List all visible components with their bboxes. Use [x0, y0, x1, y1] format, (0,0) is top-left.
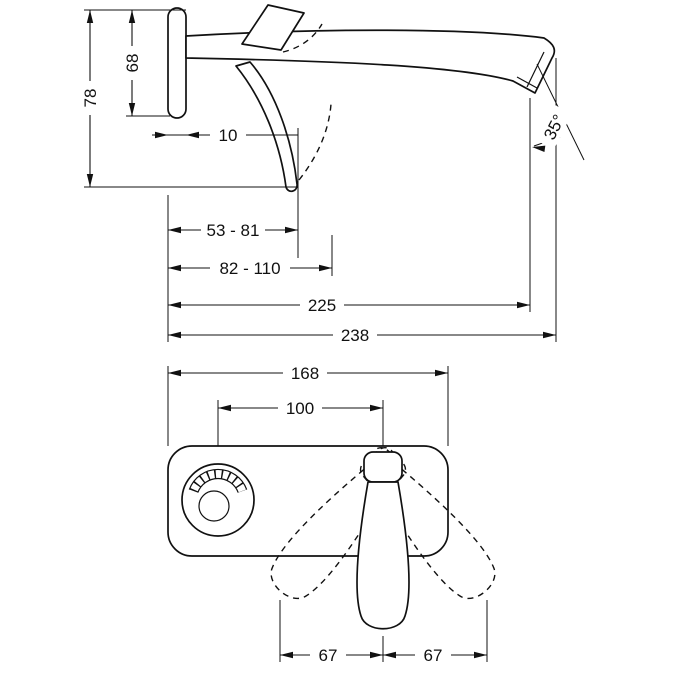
dim-handle-swing: 67 67: [279, 600, 488, 665]
dim-spout-reach: 225: [168, 295, 530, 315]
side-view: 68 78 10 53 - 81: [80, 4, 585, 345]
handle-front: [356, 451, 410, 630]
front-view: 168 100: [167, 363, 506, 665]
dim-overall-depth: 238: [168, 325, 556, 345]
handle-swing-arc: [298, 103, 332, 181]
handle-profile: [235, 61, 298, 193]
dim-plate-width: 168: [167, 363, 449, 446]
dim-wall-clearance: 10: [152, 125, 298, 145]
wall-plate-profile: [167, 7, 187, 119]
aerator-detail: [516, 76, 538, 89]
handle-swing-arc-upper: [282, 23, 323, 53]
dim-handle-top-range: 82 - 110: [168, 258, 332, 278]
dim-spout-reach-label: 225: [308, 296, 336, 315]
dial-inner-circle: [198, 490, 230, 522]
spout-profile: [185, 29, 556, 94]
spout-tip-detail: [526, 51, 545, 88]
dim-plate-height-label: 68: [123, 54, 142, 73]
dim-outlet-angle: 35°: [531, 63, 585, 161]
temperature-dial: [181, 463, 255, 537]
dim-spout-bottom-range: 53 - 81: [168, 220, 298, 240]
handle-raised-profile: [241, 4, 305, 51]
dim-handle-swing-right-label: 67: [424, 646, 443, 665]
dim-spout-bottom-range-label: 53 - 81: [207, 221, 260, 240]
dim-handle-swing-left-label: 67: [319, 646, 338, 665]
dim-handle-top-range-label: 82 - 110: [219, 259, 280, 278]
dim-overall-height-label: 78: [81, 89, 100, 108]
dim-overall-depth-label: 238: [341, 326, 369, 345]
dim-plate-width-label: 168: [291, 364, 319, 383]
dim-wall-clearance-label: 10: [219, 126, 238, 145]
dim-overall-height: 78: [80, 10, 100, 187]
dim-centers-distance: 100: [217, 398, 384, 462]
dim-plate-height: 68: [122, 10, 142, 116]
dim-centers-distance-label: 100: [286, 399, 314, 418]
dial-scale-ticks: [189, 469, 247, 493]
